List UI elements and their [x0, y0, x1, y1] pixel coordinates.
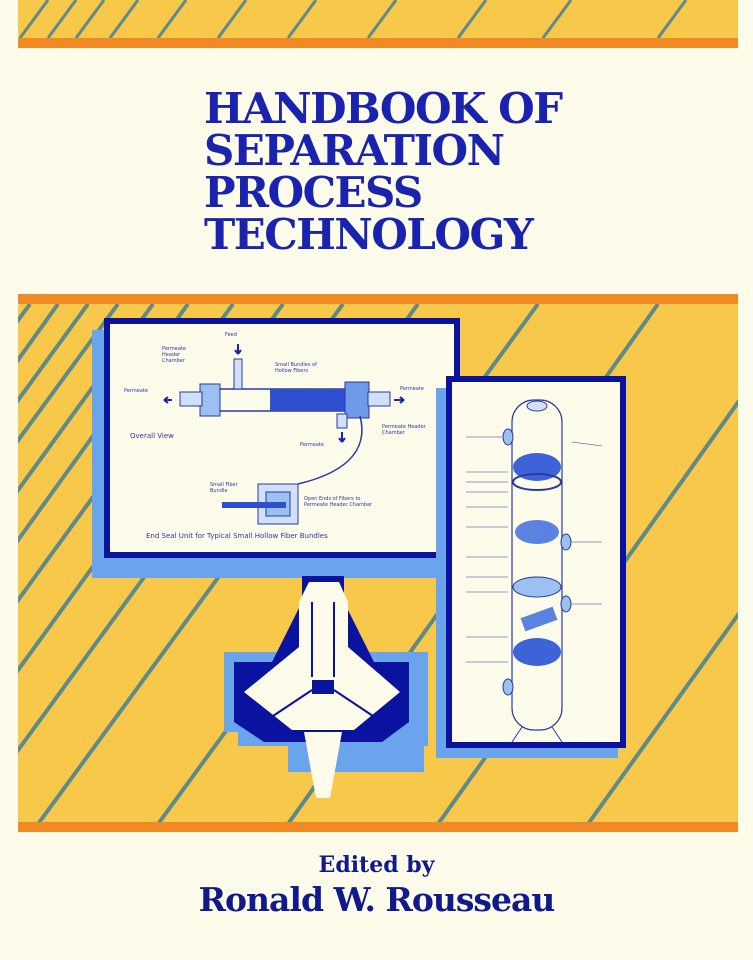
middle-orange-rule: [18, 294, 738, 305]
label-feed: Feed: [225, 332, 237, 338]
diagonal-stripes-decoration: [18, 0, 688, 39]
book-title: HANDBOOK OF SEPARATION PROCESS TECHNOLOG…: [204, 84, 563, 259]
label-permeate-header-right: Permeate Header Chamber: [382, 424, 426, 436]
label-permeate-left: Permeate: [124, 388, 148, 394]
membrane-caption: End Seal Unit for Typical Small Hollow F…: [146, 532, 328, 540]
label-open-ends: Open Ends of Fibers to Permeate Header C…: [304, 496, 373, 508]
label-overall-view: Overall View: [130, 432, 174, 440]
label-permeate-header-left: Permeate Header Chamber: [162, 346, 186, 364]
top-stripe-band: [18, 0, 738, 42]
label-small-fiber-bundle: Small Fiber Bundle: [210, 482, 238, 494]
distillation-column-diagram: [466, 399, 603, 742]
distillation-column-panel: [446, 376, 626, 748]
title-line-1: HANDBOOK OF: [204, 84, 563, 133]
top-orange-rule: [18, 38, 738, 48]
bottom-orange-rule: [18, 822, 738, 832]
illustration-area: Feed Permeate Header Chamber Permeate Sm…: [18, 304, 738, 824]
label-small-bundles: Small Bundles of Hollow Fibers: [275, 362, 317, 374]
label-permeate-bottom: Permeate: [300, 442, 324, 448]
hollow-fiber-module-diagram: [163, 344, 405, 525]
centrifuge-diagram: [224, 576, 428, 798]
title-line-3: PROCESS: [204, 168, 423, 217]
label-permeate-right: Permeate: [400, 386, 424, 392]
editor-name: Ronald W. Rousseau: [198, 880, 556, 919]
edited-by-label: Edited by: [318, 852, 435, 878]
title-line-2: SEPARATION: [204, 126, 505, 175]
membrane-module-panel: Feed Permeate Header Chamber Permeate Sm…: [104, 318, 460, 558]
title-line-4: TECHNOLOGY: [204, 210, 534, 259]
